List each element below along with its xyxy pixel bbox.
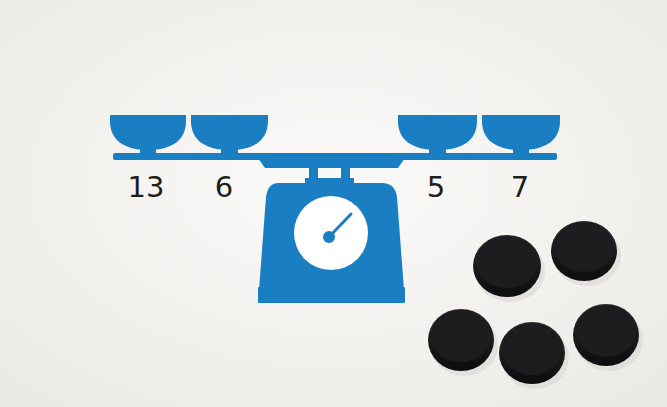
dial-face xyxy=(294,196,368,270)
scale-body xyxy=(259,183,404,290)
counter xyxy=(473,235,541,297)
bowl xyxy=(398,115,477,150)
callout-number: 13 xyxy=(128,173,165,202)
counter-top xyxy=(476,236,538,288)
callout-number: 5 xyxy=(427,173,445,202)
counter-top xyxy=(431,310,491,362)
counter-top xyxy=(576,305,636,357)
counter-top xyxy=(554,222,614,272)
bowl xyxy=(191,115,268,150)
counter xyxy=(573,304,639,366)
scale-base xyxy=(258,287,405,303)
callout-number: 7 xyxy=(511,173,529,202)
counter xyxy=(551,221,617,281)
dial-hub xyxy=(323,231,335,243)
bowl xyxy=(482,115,560,150)
counter xyxy=(499,322,565,384)
bowl xyxy=(110,115,186,150)
counter-top xyxy=(502,323,562,375)
balance-scale xyxy=(110,115,560,303)
callout-number: 6 xyxy=(215,173,233,202)
counters xyxy=(428,221,643,389)
platform xyxy=(258,158,405,168)
counter xyxy=(428,309,494,371)
